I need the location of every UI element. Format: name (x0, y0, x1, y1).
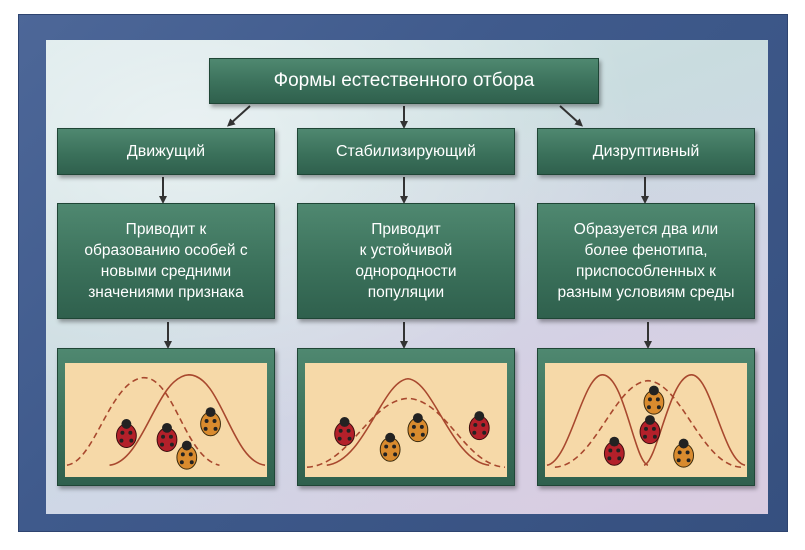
ladybug-icon (643, 385, 665, 415)
ladybug-icon (334, 417, 356, 447)
ladybug-icon (603, 436, 625, 466)
selection-graph-area (545, 363, 747, 477)
solid-distribution-curve (546, 374, 649, 466)
form-type-box-stabilizing: Стабилизирующий (297, 128, 515, 175)
solid-distribution-curve (326, 377, 490, 466)
selection-graph-disruptive (546, 374, 746, 468)
ladybug-icon (639, 415, 661, 445)
form-type-label: Движущий (126, 142, 206, 160)
form-type-box-disruptive: Дизруптивный (537, 128, 755, 175)
form-description-box-disruptive: Образуется два или более фенотипа, присп… (537, 203, 755, 319)
diagram-title: Формы естественного отбора (273, 70, 535, 91)
selection-graph-driving (66, 374, 266, 470)
ladybug-icon (673, 438, 695, 468)
form-type-label: Стабилизирующий (335, 142, 476, 160)
dashed-distribution-curve (306, 397, 506, 468)
dashed-distribution-curve (554, 379, 742, 468)
selection-graph-area (305, 363, 507, 477)
ladybug-icon (379, 432, 401, 462)
form-type-label: Дизруптивный (592, 142, 700, 160)
ladybug-icon (200, 407, 221, 437)
selection-graph-area (65, 363, 267, 477)
solid-distribution-curve (643, 374, 746, 466)
form-type-box-driving: Движущий (57, 128, 275, 175)
form-description: Приводит к образованию особей с новыми с… (84, 221, 248, 301)
dashed-distribution-curve (66, 376, 220, 466)
selection-graph-box-disruptive (537, 348, 755, 486)
selection-graph-box-driving (57, 348, 275, 486)
form-description: Приводит к устойчивой однородности попул… (355, 221, 457, 301)
ladybug-icon (156, 422, 178, 452)
form-description: Образуется два или более фенотипа, присп… (557, 221, 735, 301)
ladybug-icon (176, 440, 198, 470)
diagram-title-box: Формы естественного отбора (209, 58, 599, 104)
form-description-box-driving: Приводит к образованию особей с новыми с… (57, 203, 275, 319)
form-description-box-stabilizing: Приводит к устойчивой однородности попул… (297, 203, 515, 319)
selection-graph-box-stabilizing (297, 348, 515, 486)
ladybug-icon (468, 411, 490, 441)
solid-distribution-curve (109, 374, 266, 466)
selection-graph-stabilizing (306, 377, 506, 468)
ladybug-icon (407, 413, 429, 443)
ladybug-icon (115, 419, 137, 449)
